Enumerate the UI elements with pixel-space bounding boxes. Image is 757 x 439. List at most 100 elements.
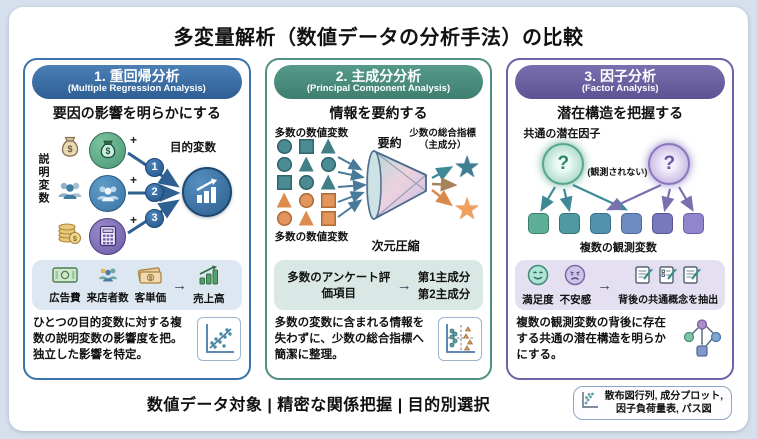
regression-example-band: 広告費 来店者数 $ 客単価 → 売上高 xyxy=(32,259,242,310)
number-badge-2: 2 xyxy=(145,182,164,202)
unobserved-note: (観測されない) xyxy=(587,166,648,177)
pca-input-label-top: 多数の数値変数 xyxy=(274,126,349,139)
extract-concept-item: 背後の共通概念を抽出 xyxy=(618,265,718,306)
example-price: $ 客単価 xyxy=(135,266,166,305)
summary-label: 要約 xyxy=(377,135,402,150)
shape-grid xyxy=(276,138,336,226)
question-circle-purple-icon: ? xyxy=(648,142,691,185)
panel-factor-subtitle: (Factor Analysis) xyxy=(581,83,659,95)
price-icon: $ xyxy=(137,266,163,289)
footer-outputs-text: 散布図行列, 成分プロット, 因子負荷量表, パス図 xyxy=(604,390,723,415)
coins-icon: $ xyxy=(57,220,83,251)
plus-sign: + xyxy=(130,132,138,147)
explanatory-variables-label: 説明変数 xyxy=(37,152,49,205)
observed-variable-square xyxy=(652,212,674,234)
arrow-right-icon: → xyxy=(396,276,412,294)
survey-sheet-icon xyxy=(658,265,678,290)
footer: 数値データ対象 | 精密な関係把握 | 目的別選択 散布図行列, 成分プロット,… xyxy=(23,380,734,425)
example-advertising: 広告費 xyxy=(49,266,81,305)
survey-sheets xyxy=(634,265,702,290)
panel-factor-tagline: 潜在構造を把握する xyxy=(557,104,684,121)
target-chart-icon xyxy=(182,166,232,217)
satisfaction-item: 満足度 xyxy=(522,264,554,307)
panel-pca-tagline: 情報を要約する xyxy=(329,104,428,121)
circle-shape-icon xyxy=(298,192,314,208)
panel-pca-header: 2. 主成分分析 (Principal Component Analysis) xyxy=(273,65,484,99)
example-sales: 売上高 xyxy=(193,265,225,306)
latent-factor-label: 共通の潜在因子 xyxy=(523,127,601,140)
pca-output-label-line1: 少数の総合指標 xyxy=(409,127,476,139)
footer-outputs-box: 散布図行列, 成分プロット, 因子負荷量表, パス図 xyxy=(572,385,732,420)
smile-icon xyxy=(527,264,549,291)
factor-description: 複数の観測変数の背後に存在する共通の潜在構造を明らかにする。 xyxy=(515,315,725,363)
people-circle-icon xyxy=(89,174,126,212)
regression-description-text: ひとつの目的変数に対する複数の説明変数の影響度を把。独立した影響を特定。 xyxy=(33,316,183,361)
svg-text:$: $ xyxy=(149,275,153,282)
quadrant-scatter-icon xyxy=(438,316,483,361)
page-title: 多変量解析（数値データの分析手法）の比較 xyxy=(173,27,584,49)
money-bag-circle-icon: $ xyxy=(89,131,126,169)
principal-components-list: 第1主成分 第2主成分 xyxy=(417,271,471,301)
path-diagram-icon xyxy=(680,316,725,361)
panel-regression-title: 1. 重回帰分析 xyxy=(94,68,180,84)
panel-factor: 3. 因子分析 (Factor Analysis) 潜在構造を把握する 共通の潜… xyxy=(506,58,735,380)
observed-variable-square xyxy=(683,212,705,234)
regression-diagram: 説明変数 $ $ xyxy=(32,125,242,257)
question-circle-teal-icon: ? xyxy=(542,142,585,185)
star-icon-orange: ★ xyxy=(453,192,481,226)
arrow-right-icon: → xyxy=(172,276,188,294)
observed-variable-square xyxy=(621,212,643,234)
frown-icon xyxy=(564,264,586,291)
money-bag-icon: $ xyxy=(58,135,82,166)
pca-example-band: 多数のアンケート評価項目 → 第1主成分 第2主成分 xyxy=(273,259,484,310)
plus-sign: + xyxy=(130,172,138,187)
number-badge-1: 1 xyxy=(145,157,164,177)
number-badge-3: 3 xyxy=(145,208,164,228)
observed-variable-square xyxy=(528,212,550,234)
regression-description: ひとつの目的変数に対する複数の説明変数の影響度を把。独立した影響を特定。 xyxy=(32,315,242,363)
square-shape-icon xyxy=(298,138,314,154)
panel-pca-subtitle: (Principal Component Analysis) xyxy=(306,83,451,95)
example-visitors: 来店者数 xyxy=(87,266,129,305)
pca-flow-graphics xyxy=(337,149,458,220)
visitors-icon xyxy=(96,266,120,289)
pca-description: 多数の変数に含まれる情報を失わずに、少数の総合指標へ簡潔に整理。 xyxy=(274,315,484,363)
panel-regression-header: 1. 重回帰分析 (Multiple Regression Analysis) xyxy=(32,65,242,99)
footer-summary: 数値データ対象 | 精密な関係把握 | 目的別選択 xyxy=(146,396,491,414)
svg-text:$: $ xyxy=(73,234,78,243)
pca-input-label-bottom: 多数の数値変数 xyxy=(274,230,349,243)
scatter-matrix-icon xyxy=(580,390,600,415)
circle-shape-icon xyxy=(320,156,336,172)
square-shape-icon xyxy=(320,192,336,208)
square-shape-icon xyxy=(276,174,292,190)
panel-factor-header: 3. 因子分析 (Factor Analysis) xyxy=(515,65,726,99)
people-icon xyxy=(57,178,83,207)
star-icon-teal: ★ xyxy=(453,150,481,184)
sales-chart-icon xyxy=(197,265,221,290)
factor-diagram: 共通の潜在因子 ? ? (観測されない) xyxy=(515,125,725,257)
circle-shape-icon xyxy=(276,210,292,226)
factor-example-band: 満足度 不安感 → 背後の共通概念を抽出 xyxy=(515,259,726,310)
plus-sign: + xyxy=(130,212,138,227)
infographic-card: 多変量解析（数値データの分析手法）の比較 1. 重回帰分析 (Multiple … xyxy=(9,7,748,431)
survey-items-label: 多数のアンケート評価項目 xyxy=(287,272,391,301)
circle-shape-icon xyxy=(276,156,292,172)
dimension-reduction-label: 次元圧縮 xyxy=(371,238,420,253)
panel-regression: 1. 重回帰分析 (Multiple Regression Analysis) … xyxy=(23,58,251,380)
pca-output-label-line2: （主成分） xyxy=(418,139,467,151)
svg-text:$: $ xyxy=(67,144,72,154)
observed-variables-label: 複数の観測変数 xyxy=(579,241,657,254)
panel-regression-tagline: 要因の影響を明らかにする xyxy=(52,104,221,121)
circle-shape-icon xyxy=(298,174,314,190)
calculator-circle-icon xyxy=(89,217,126,255)
panel-regression-subtitle: (Multiple Regression Analysis) xyxy=(67,83,206,95)
banknote-icon xyxy=(52,266,78,289)
factor-description-text: 複数の観測変数の背後に存在する共通の潜在構造を明らかにする。 xyxy=(516,316,666,361)
pca-diagram: 多数の数値変数 多数の数値変数 xyxy=(274,125,484,257)
arrow-right-icon: → xyxy=(597,276,613,294)
target-variable-label: 目的変数 xyxy=(170,141,216,154)
factor-loading-arrows xyxy=(540,183,695,212)
circle-shape-icon xyxy=(276,138,292,154)
anxiety-item: 不安感 xyxy=(560,264,591,307)
